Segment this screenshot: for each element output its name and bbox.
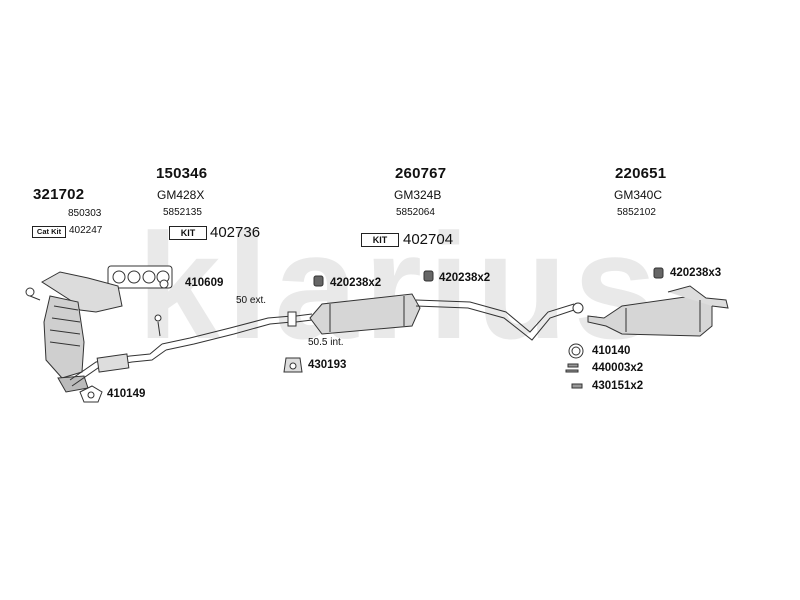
accessory-420238-a: 420238x2 <box>330 277 382 289</box>
accessory-420238-b: 420238x2 <box>439 272 491 284</box>
model-gm340c: GM340C <box>614 188 663 202</box>
part-number-220651: 220651 <box>615 165 667 182</box>
kit-badge-2: KIT <box>361 233 399 247</box>
kit-number-402736: 402736 <box>210 224 261 241</box>
accessory-410140: 410140 <box>592 345 631 357</box>
ref-5852102: 5852102 <box>617 207 656 218</box>
accessory-410149: 410149 <box>107 388 146 400</box>
accessory-430151: 430151x2 <box>592 380 644 392</box>
flange-gasket-icon <box>79 385 103 403</box>
accessory-420238-c: 420238x3 <box>670 267 722 279</box>
centre-silencer <box>309 293 421 335</box>
ref-5852135: 5852135 <box>163 207 202 218</box>
note-50-5-int: 50.5 int. <box>308 337 344 348</box>
rear-silencer <box>587 285 729 337</box>
part-number-321702: 321702 <box>33 186 85 203</box>
catalytic-converter <box>25 271 123 393</box>
cat-kit-number: 402247 <box>69 225 103 236</box>
sealing-ring-icon <box>568 343 584 359</box>
part-number-260767: 260767 <box>395 165 447 182</box>
accessory-410609: 410609 <box>185 277 224 289</box>
part-number-150346: 150346 <box>156 165 208 182</box>
hanger-bracket-icon <box>283 357 303 373</box>
front-pipe <box>69 314 293 387</box>
accessory-440003: 440003x2 <box>592 362 644 374</box>
gasket-small-icon <box>159 279 169 289</box>
ref-850303: 850303 <box>68 208 102 219</box>
kit-badge-1: KIT <box>169 226 207 240</box>
cat-kit-badge: Cat Kit <box>32 226 66 238</box>
kit-number-402704: 402704 <box>403 231 454 248</box>
note-50-ext: 50 ext. <box>236 295 267 306</box>
watermark-text: klarius <box>137 202 663 370</box>
model-gm324b: GM324B <box>394 188 442 202</box>
intermediate-pipe <box>415 299 584 341</box>
manifold-gasket <box>107 265 173 289</box>
rubber-mount-icons <box>313 267 664 287</box>
clamp-icons <box>565 363 583 389</box>
model-gm428x: GM428X <box>157 188 205 202</box>
pipe-joint <box>287 311 313 327</box>
ref-5852064: 5852064 <box>396 207 435 218</box>
accessory-430193: 430193 <box>308 359 347 371</box>
